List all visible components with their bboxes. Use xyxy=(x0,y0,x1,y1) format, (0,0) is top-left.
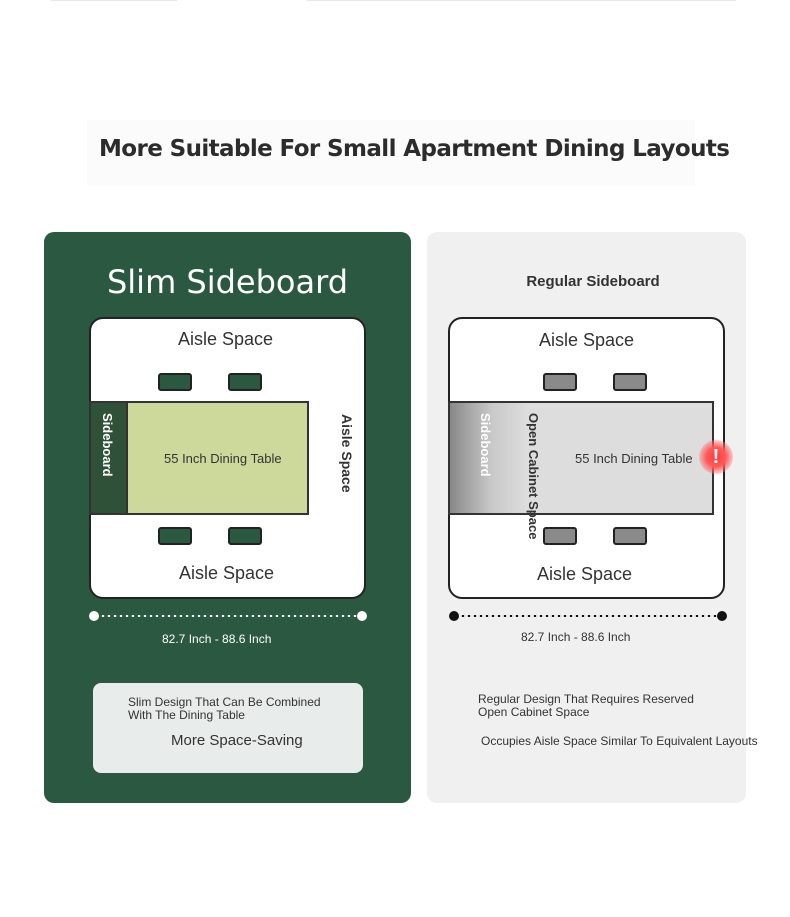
dining-table: Sideboard Open Cabinet Space 55 Inch Din… xyxy=(448,401,733,539)
chair-top-left xyxy=(543,373,577,391)
width-dimension-line xyxy=(89,611,367,621)
slim-panel-title: Slim Sideboard xyxy=(106,263,349,301)
regular-panel-title: Regular Sideboard xyxy=(526,273,660,290)
chair-bottom-right xyxy=(613,527,647,545)
dimension-end-dot xyxy=(357,611,367,621)
slim-benefit-card: Slim Design That Can Be Combined With Th… xyxy=(93,683,363,773)
slim-sideboard-panel: Slim Sideboard Aisle Space Sideboard 55 … xyxy=(44,232,411,803)
dining-table-label: 55 Inch Dining Table xyxy=(164,451,282,466)
aisle-bottom-label: Aisle Space xyxy=(179,563,275,583)
chair-bottom-left xyxy=(543,527,577,545)
width-dimension-line xyxy=(449,611,727,621)
sideboard-label: Sideboard xyxy=(100,413,115,477)
width-dimension-label: 82.7 Inch - 88.6 Inch xyxy=(162,632,272,646)
warning-icon: ! xyxy=(699,440,733,474)
top-divider-left xyxy=(51,0,177,1)
open-cabinet-space-label: Open Cabinet Space xyxy=(526,413,541,540)
chair-bottom-right xyxy=(228,527,262,545)
aisle-bottom-label: Aisle Space xyxy=(537,564,633,584)
dining-table-label: 55 Inch Dining Table xyxy=(575,451,693,466)
dimension-end-dot xyxy=(717,611,727,621)
slim-room-layout: Aisle Space Sideboard 55 Inch Dining Tab… xyxy=(89,317,366,599)
aisle-top-label: Aisle Space xyxy=(178,329,274,349)
top-divider-right xyxy=(307,0,736,1)
regular-sideboard: Sideboard xyxy=(450,403,526,513)
regular-room-layout: Aisle Space Sideboard Open Cabinet Space… xyxy=(448,317,733,599)
width-dimension-label: 82.7 Inch - 88.6 Inch xyxy=(521,630,631,644)
dining-table: Sideboard 55 Inch Dining Table xyxy=(89,401,309,515)
regular-sideboard-panel: Regular Sideboard Aisle Space Sideboard … xyxy=(427,232,758,803)
chair-top-right xyxy=(613,373,647,391)
chair-top-left xyxy=(158,373,192,391)
chair-bottom-left xyxy=(158,527,192,545)
regular-drawback-headline: Occupies Aisle Space Similar To Equivale… xyxy=(481,734,758,748)
page-headline: More Suitable For Small Apartment Dining… xyxy=(99,136,730,162)
slim-benefit-description: Slim Design That Can Be Combined With Th… xyxy=(128,695,321,722)
slim-benefit-headline: More Space-Saving xyxy=(171,732,303,749)
headline-background xyxy=(87,120,695,186)
dimension-start-dot xyxy=(449,611,459,621)
slim-sideboard: Sideboard xyxy=(91,403,128,513)
chair-top-right xyxy=(228,373,262,391)
aisle-top-label: Aisle Space xyxy=(539,330,635,350)
dimension-start-dot xyxy=(89,611,99,621)
regular-drawback-description: Regular Design That Requires Reserved Op… xyxy=(478,692,694,719)
aisle-right-label: Aisle Space xyxy=(339,414,355,493)
sideboard-label: Sideboard xyxy=(478,413,493,477)
